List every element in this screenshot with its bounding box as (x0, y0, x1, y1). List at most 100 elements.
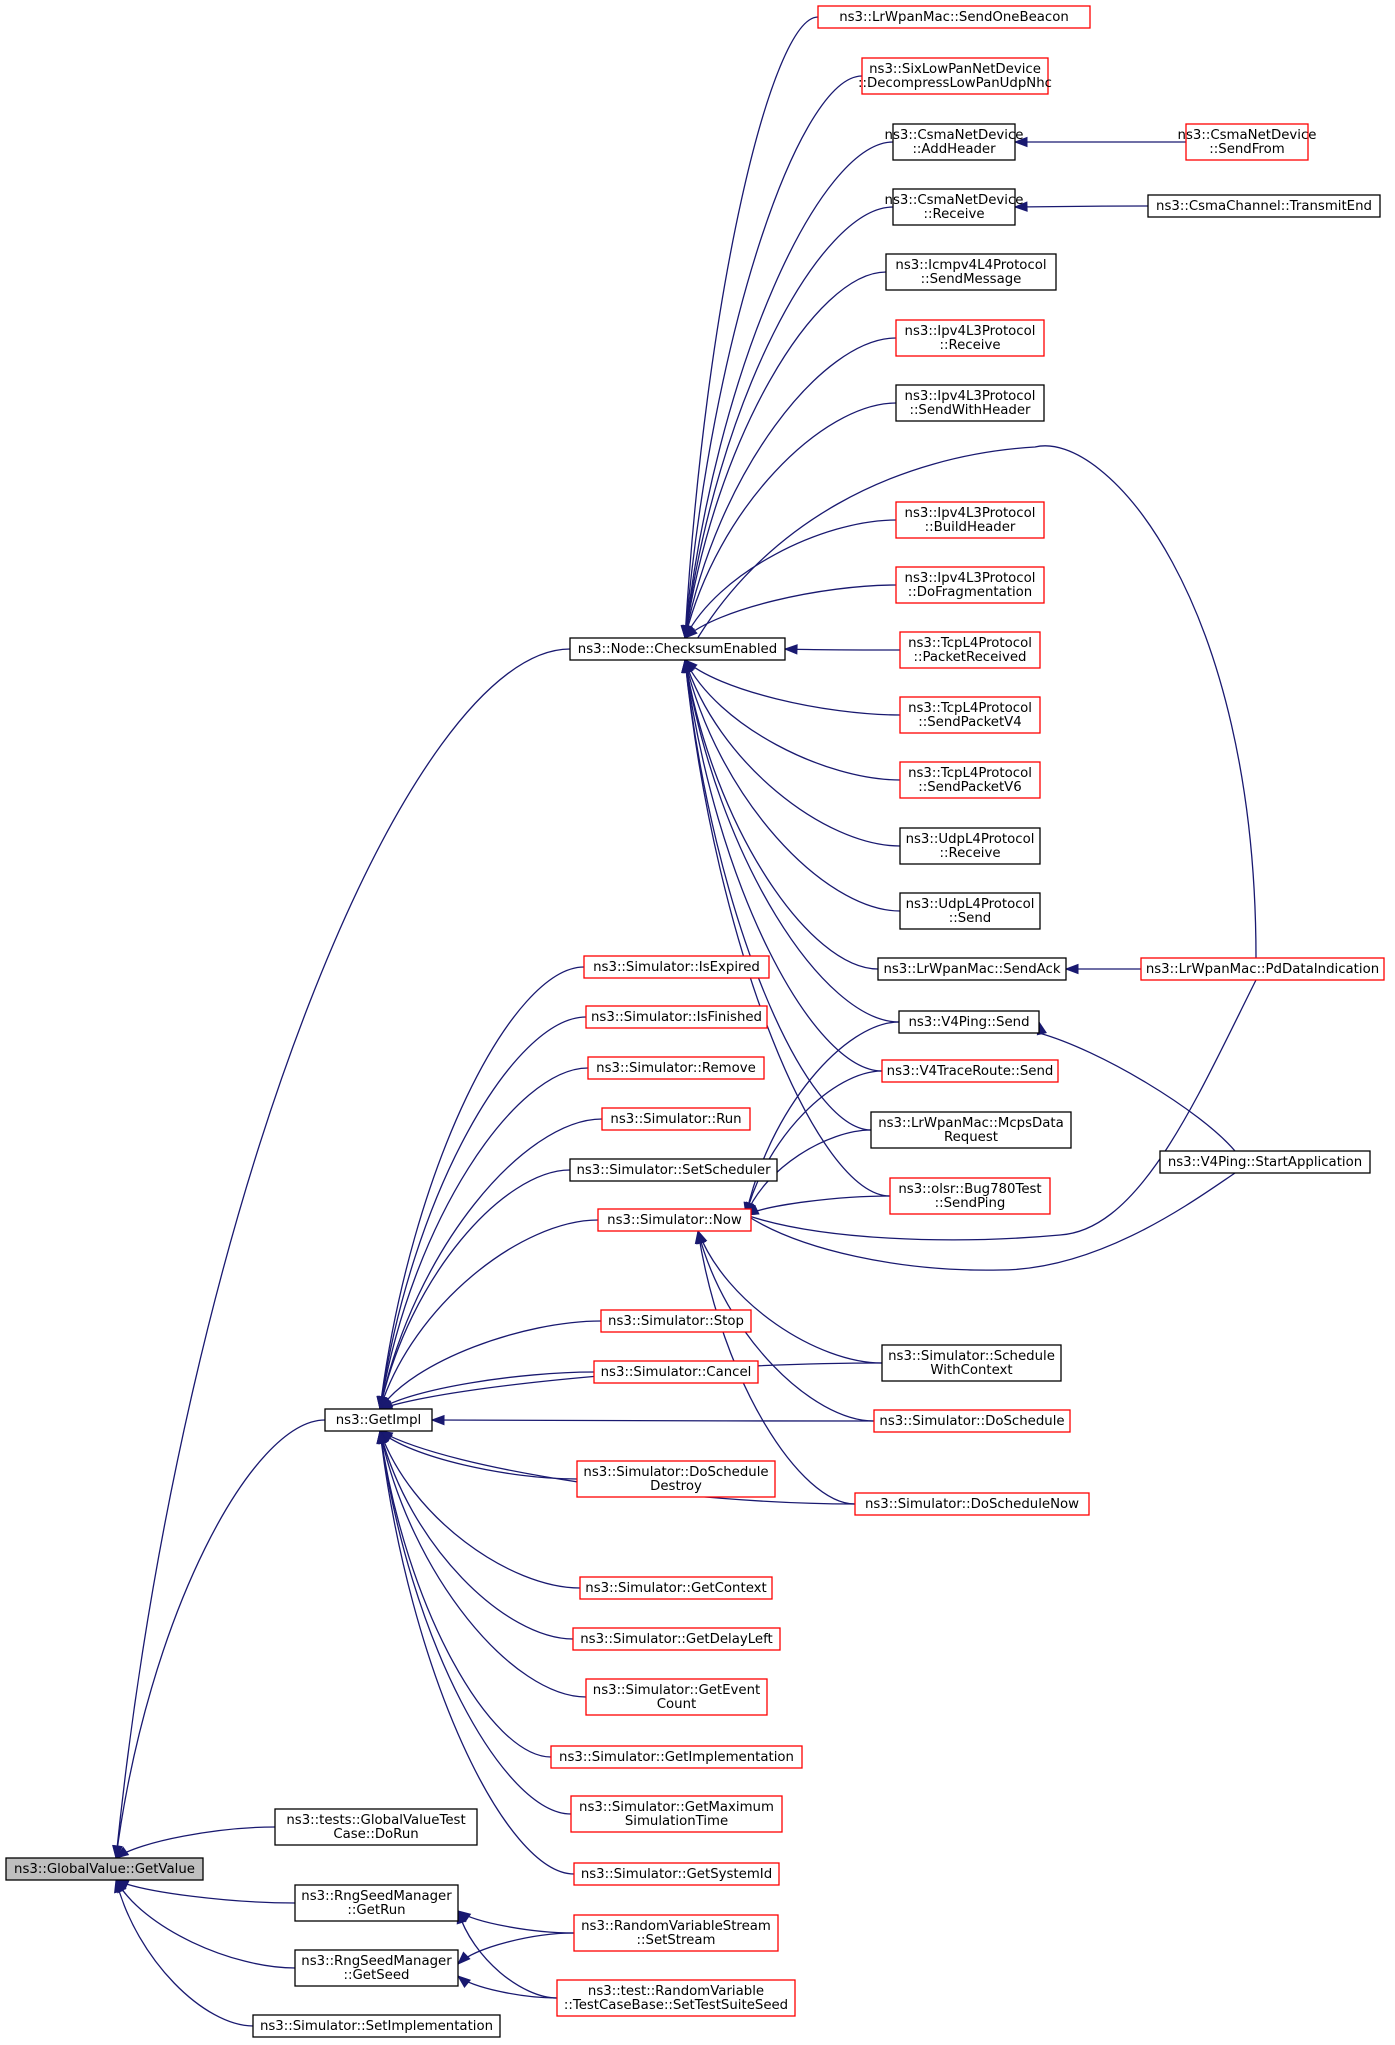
node-label: ns3::RandomVariableStream (581, 1919, 771, 1934)
call-edge (684, 659, 883, 1072)
graph-node-csma-receive[interactable]: ns3::CsmaNetDevice::Receive (885, 188, 1024, 226)
call-edge (684, 659, 901, 716)
graph-node-icmp-sendmessage[interactable]: ns3::Icmpv4L4Protocol::SendMessage (885, 253, 1057, 291)
node-box (600, 1309, 752, 1333)
node-label: ns3::V4Ping::StartApplication (1168, 1155, 1362, 1170)
call-edge (379, 1430, 572, 1815)
arrowhead (783, 644, 798, 655)
node-label: ::AddHeader (912, 142, 996, 157)
graph-node-sendonebeacon[interactable]: ns3::LrWpanMac::SendOneBeacon (817, 5, 1091, 29)
node-box (899, 631, 1041, 669)
node-label: ns3::test::RandomVariable (588, 1984, 764, 1999)
arrowhead (1013, 201, 1028, 212)
graph-node-v4ping-send[interactable]: ns3::V4Ping::Send (898, 1010, 1040, 1034)
graph-node-checksum[interactable]: ns3::Node::ChecksumEnabled (569, 637, 786, 661)
call-edge (697, 1230, 875, 1422)
graph-node-sim-now[interactable]: ns3::Simulator::Now (597, 1208, 752, 1232)
graph-node-getimpl[interactable]: ns3::GetImpl (324, 1408, 433, 1432)
node-label: ns3::Simulator::Stop (608, 1314, 744, 1329)
call-edge (684, 206, 894, 639)
graph-node-ipv4-buildheader[interactable]: ns3::Ipv4L3Protocol::BuildHeader (895, 501, 1045, 539)
call-edge (115, 1879, 296, 1969)
graph-node-sim-run[interactable]: ns3::Simulator::Run (601, 1107, 751, 1131)
node-label: ns3::Simulator::GetImplementation (559, 1750, 794, 1765)
graph-node-rng-getseed[interactable]: ns3::RngSeedManager::GetSeed (294, 1949, 459, 1987)
graph-node-sim-getimpl[interactable]: ns3::Simulator::GetImplementation (550, 1745, 803, 1769)
graph-node-v4trace-send[interactable]: ns3::V4TraceRoute::Send (881, 1059, 1059, 1083)
graph-node-udp-receive[interactable]: ns3::UdpL4Protocol::Receive (899, 827, 1041, 865)
graph-node-rng-getrun[interactable]: ns3::RngSeedManager::GetRun (294, 1884, 459, 1922)
graph-node-decompress[interactable]: ns3::SixLowPanNetDevice::DecompressLowPa… (858, 57, 1052, 95)
node-box (895, 501, 1045, 539)
call-edge (745, 1070, 883, 1216)
arrowhead (683, 625, 698, 639)
graph-node-sim-isfinished[interactable]: ns3::Simulator::IsFinished (585, 1005, 768, 1029)
call-edge (684, 659, 879, 970)
node-box (601, 1107, 751, 1131)
node-label: ns3::CsmaNetDevice (885, 193, 1024, 208)
graph-node-csma-addheader[interactable]: ns3::CsmaNetDevice::AddHeader (885, 123, 1024, 161)
call-edge (684, 659, 901, 847)
call-edge (697, 1230, 856, 1505)
graph-node-tcp-sendv4[interactable]: ns3::TcpL4Protocol::SendPacketV4 (899, 696, 1041, 734)
node-label: ns3::CsmaNetDevice (1178, 128, 1317, 143)
graph-node-rvs-setstream[interactable]: ns3::RandomVariableStream::SetStream (573, 1914, 779, 1952)
graph-node-sim-getcontext[interactable]: ns3::Simulator::GetContext (579, 1576, 773, 1600)
node-label: ::DecompressLowPanUdpNhc (858, 76, 1052, 91)
graph-node-sim-cancel[interactable]: ns3::Simulator::Cancel (593, 1360, 759, 1384)
graph-node-csma-sendfrom[interactable]: ns3::CsmaNetDevice::SendFrom (1178, 123, 1317, 161)
node-label: ns3::CsmaChannel::TransmitEnd (1156, 199, 1372, 214)
graph-node-sim-remove[interactable]: ns3::Simulator::Remove (587, 1056, 765, 1080)
node-box (587, 1056, 765, 1080)
graph-node-sim-stop[interactable]: ns3::Simulator::Stop (600, 1309, 752, 1333)
call-edge (745, 1129, 872, 1216)
node-box (895, 384, 1045, 422)
graph-node-v4ping-startapp[interactable]: ns3::V4Ping::StartApplication (1159, 1150, 1371, 1174)
call-edge (379, 1371, 595, 1410)
graph-node-lrwpan-sendack[interactable]: ns3::LrWpanMac::SendAck (877, 957, 1067, 981)
graph-node-tcp-sendv6[interactable]: ns3::TcpL4Protocol::SendPacketV6 (899, 761, 1041, 799)
node-label: ns3::UdpL4Protocol (906, 897, 1035, 912)
node-box (895, 566, 1045, 604)
call-edge (457, 1975, 558, 1999)
graph-node-sim-doschedule[interactable]: ns3::Simulator::DoSchedule (873, 1409, 1071, 1433)
node-label: ::TestCaseBase::SetTestSuiteSeed (564, 1998, 788, 2013)
arrowhead (114, 1846, 130, 1859)
graph-node-ipv4-sendwithheader[interactable]: ns3::Ipv4L3Protocol::SendWithHeader (895, 384, 1045, 422)
arrowhead (378, 1397, 394, 1410)
graph-node-lrwpan-pddata[interactable]: ns3::LrWpanMac::PdDataIndication (1140, 957, 1385, 981)
call-edge (379, 1219, 599, 1410)
graph-node-ipv4-dofrag[interactable]: ns3::Ipv4L3Protocol::DoFragmentation (895, 566, 1045, 604)
node-box (252, 2014, 501, 2038)
node-label: ::GetRun (347, 1903, 405, 1918)
graph-node-sim-setscheduler[interactable]: ns3::Simulator::SetScheduler (569, 1158, 778, 1182)
node-box (572, 1627, 781, 1651)
graph-node-getvalue[interactable]: ns3::GlobalValue::GetValue (5, 1857, 204, 1881)
graph-node-ipv4-receive[interactable]: ns3::Ipv4L3Protocol::Receive (895, 319, 1045, 357)
graph-node-sim-isexpired[interactable]: ns3::Simulator::IsExpired (583, 955, 770, 979)
graph-node-sim-doschednow[interactable]: ns3::Simulator::DoScheduleNow (854, 1492, 1090, 1516)
arrowhead (1013, 136, 1028, 148)
node-box (294, 1884, 459, 1922)
graph-node-olsr-sendping[interactable]: ns3::olsr::Bug780Test::SendPing (889, 1177, 1051, 1215)
graph-node-sim-getdelayleft[interactable]: ns3::Simulator::GetDelayLeft (572, 1627, 781, 1651)
node-box (899, 696, 1041, 734)
graph-node-sim-getsystemid[interactable]: ns3::Simulator::GetSystemId (573, 1862, 780, 1886)
node-box (556, 1979, 796, 2017)
graph-node-sim-setimpl[interactable]: ns3::Simulator::SetImplementation (252, 2014, 501, 2038)
graph-node-rvtest-seed[interactable]: ns3::test::RandomVariable::TestCaseBase:… (556, 1979, 796, 2017)
node-label: ::SendFrom (1209, 142, 1284, 157)
node-box (854, 1492, 1090, 1516)
node-label: WithContext (930, 1363, 1012, 1378)
graph-node-csma-transmitend[interactable]: ns3::CsmaChannel::TransmitEnd (1147, 194, 1381, 218)
node-label: ::SendMessage (921, 272, 1022, 287)
graph-node-tcp-packetreceived[interactable]: ns3::TcpL4Protocol::PacketReceived (899, 631, 1041, 669)
graph-node-udp-send[interactable]: ns3::UdpL4Protocol::Send (899, 892, 1041, 930)
